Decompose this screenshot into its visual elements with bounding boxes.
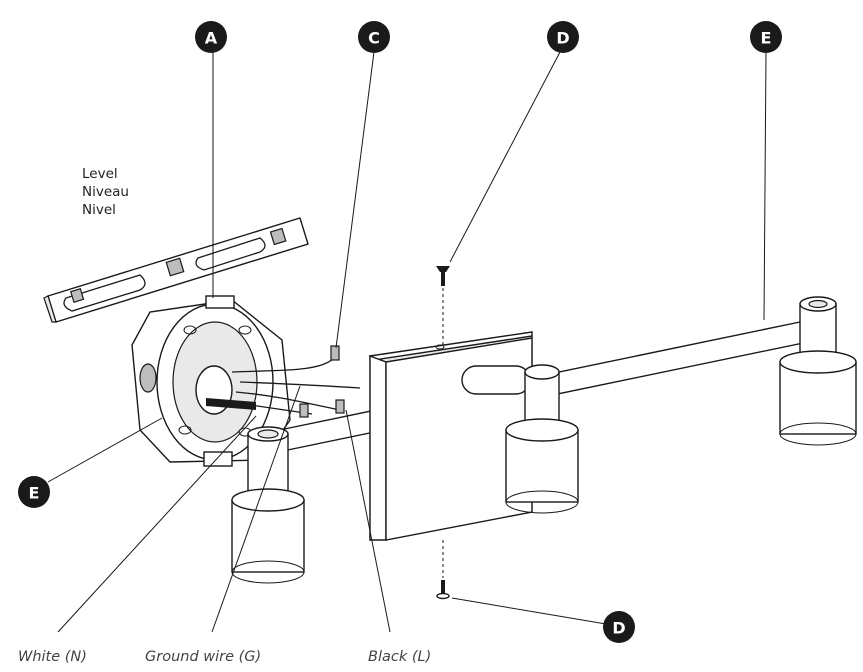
level-tool [43,217,309,323]
callout-d-bottom: D [603,611,635,643]
junction-box [131,295,291,467]
screw-top [436,266,450,286]
svg-text:A: A [205,29,218,48]
svg-text:D: D [612,619,625,638]
level-label: Level Niveau Nivel [82,166,129,218]
level-label-es: Nivel [82,202,116,218]
callout-e-left: E [18,476,50,508]
wire-nut-ground [299,403,309,418]
level-label-en: Level [82,166,118,182]
svg-text:E: E [29,484,40,503]
svg-text:E: E [761,29,772,48]
callout-e-top: E [750,21,782,53]
black-wire-label: Black (L) [368,649,431,665]
white-wire-label: White (N) [18,649,87,665]
ground-wire-label: Ground wire (G) [145,649,261,665]
callout-a: A [195,21,227,53]
level-label-fr: Niveau [82,184,129,200]
callout-d-top: D [547,21,579,53]
fixture-middle [461,364,579,514]
svg-text:D: D [556,29,569,48]
wires [229,345,361,418]
svg-text:C: C [368,29,380,48]
fixture-right [779,296,857,446]
screw-bottom [436,580,450,600]
callout-c: C [358,21,390,53]
wire-nut-mid [335,399,345,414]
fixture-left [231,426,305,584]
wire-nut-top [330,345,340,361]
leader-lines [47,51,767,633]
